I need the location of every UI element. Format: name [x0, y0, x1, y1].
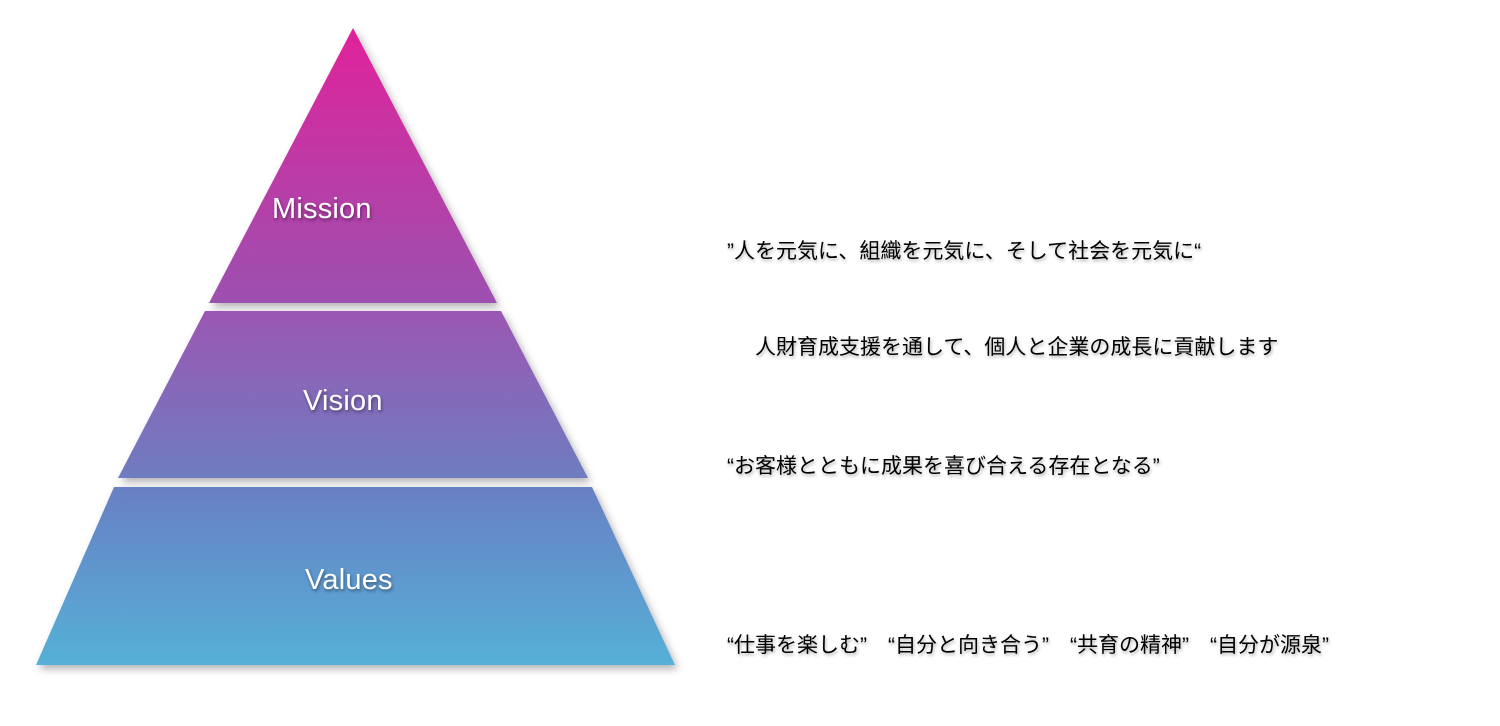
pyramid-label-mission: Mission — [272, 193, 372, 225]
annotation-vision-line-1: “お客様とともに成果を喜び合える存在となる” — [727, 454, 1160, 478]
pyramid-graphic — [36, 28, 718, 665]
pyramid-label-vision: Vision — [303, 385, 383, 417]
annotation-values-line-1: “仕事を楽しむ” “自分と向き合う” “共育の精神” “自分が源泉” — [727, 633, 1329, 657]
pyramid-tier-values — [36, 487, 675, 665]
annotation-mission-line-2: 人財育成支援を通して、個人と企業の成長に貢献します — [755, 335, 1279, 359]
pyramid-diagram: Mission Vision Values ”人を元気に、組織を元気に、そして社… — [36, 28, 1329, 665]
pyramid-label-values: Values — [305, 564, 393, 596]
annotation-vision: “お客様とともに成果を喜び合える存在となる” — [727, 387, 1160, 547]
annotation-mission-line-1: ”人を元気に、組織を元気に、そして社会を元気に“ — [727, 239, 1202, 263]
pyramid-tier-mission — [209, 28, 497, 303]
pyramid-tier-vision — [118, 311, 588, 478]
annotation-values: “仕事を楽しむ” “自分と向き合う” “共育の精神” “自分が源泉” — [727, 566, 1329, 726]
annotation-mission: ”人を元気に、組織を元気に、そして社会を元気に“ 人財育成支援を通して、個人と企… — [727, 172, 1278, 427]
